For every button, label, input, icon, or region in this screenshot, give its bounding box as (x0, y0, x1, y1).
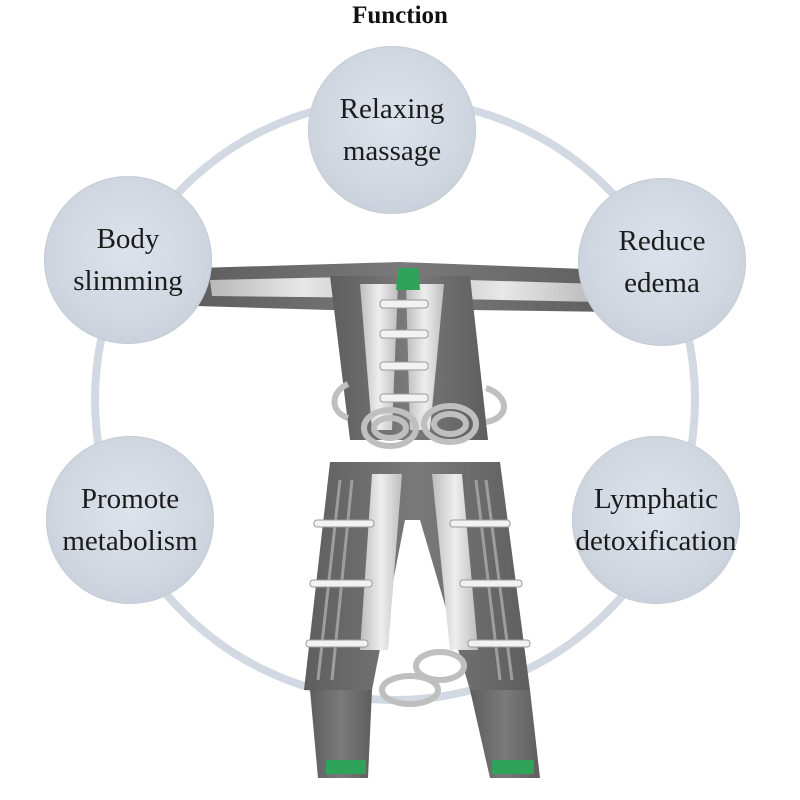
bubble-line: Body (96, 223, 160, 255)
bubble-line: edema (624, 267, 700, 299)
bubble-lymphatic-detoxification: Lymphatic detoxification (572, 436, 740, 604)
bubble-line: Relaxing (339, 93, 445, 125)
jacket (196, 262, 616, 449)
page-title: Function (352, 2, 448, 29)
bubble-promote-metabolism: Promote metabolism (46, 436, 214, 604)
bubble-reduce-edema: Reduce edema (578, 178, 746, 346)
bubble-body-slimming: Body slimming (44, 176, 212, 344)
bubble-line: massage (342, 135, 442, 167)
bubble-line: Promote (80, 483, 180, 515)
bubble-line: slimming (73, 265, 183, 297)
bubble-line: detoxification (575, 525, 737, 557)
bubble-line: Lymphatic (593, 483, 719, 515)
bubble-line: metabolism (62, 525, 198, 557)
bubble-relaxing-massage: Relaxing massage (308, 46, 476, 214)
bubble-line: Reduce (618, 225, 706, 257)
trousers (304, 462, 540, 778)
